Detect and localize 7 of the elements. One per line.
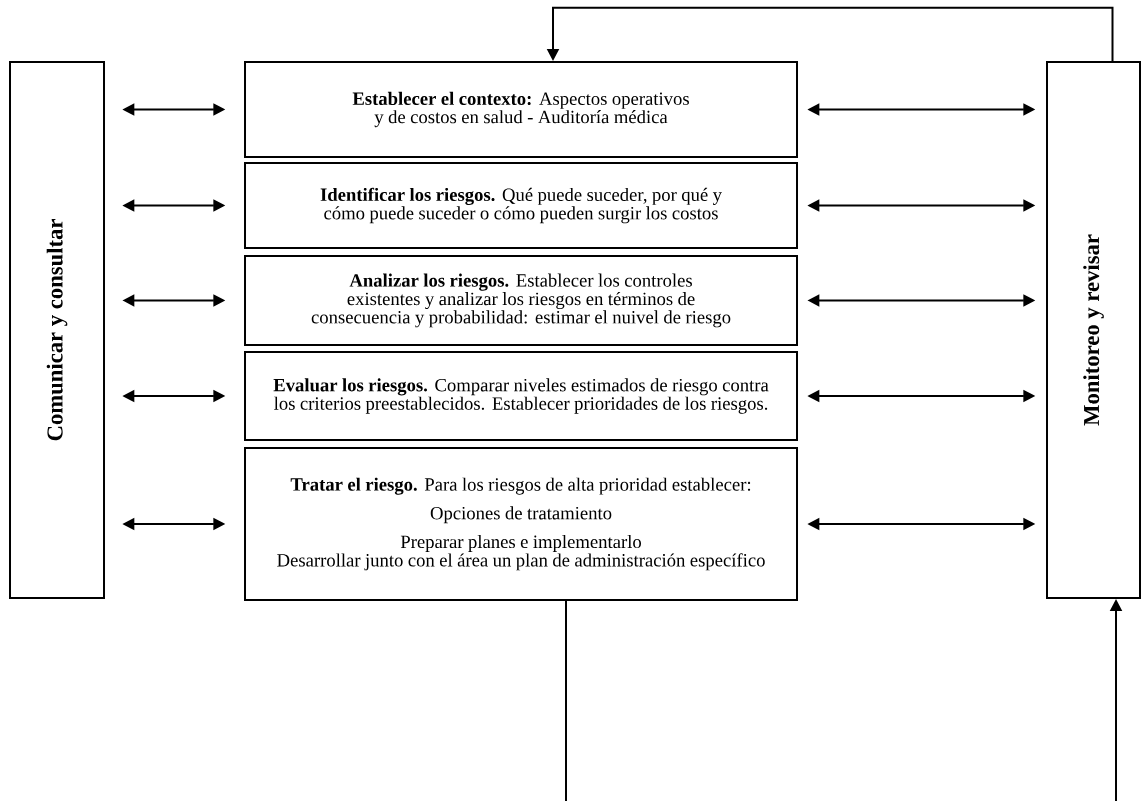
process-box: Tratar el riesgo. Para los riesgos de alta prioridad establecer: Opciones de tratamiento Preparar planes e implementarlo Desarrollar junto con el área un plan de administración específico <box>244 447 798 601</box>
process-box: Evaluar los riesgos. Comparar niveles estimados de riesgo contra los criterios preestablecidos. Establecer prioridades de los riesgos. <box>244 351 798 441</box>
process-box: Analizar los riesgos. Establecer los controles existentes y analizar los riesgos en términos de consecuencia y probabilidad: estimar el nuivel de riesgo <box>244 255 798 346</box>
side-box: Monitoreo y revisar <box>1046 61 1141 599</box>
side-box: Comunicar y consultar <box>9 61 105 599</box>
process-box: Establecer el contexto: Aspectos operativos y de costos en salud - Auditoría médica <box>244 61 798 158</box>
process-box: Identificar los riesgos. Qué puede suceder, por qué y cómo puede suceder o cómo pueden surgir los costos <box>244 162 798 249</box>
